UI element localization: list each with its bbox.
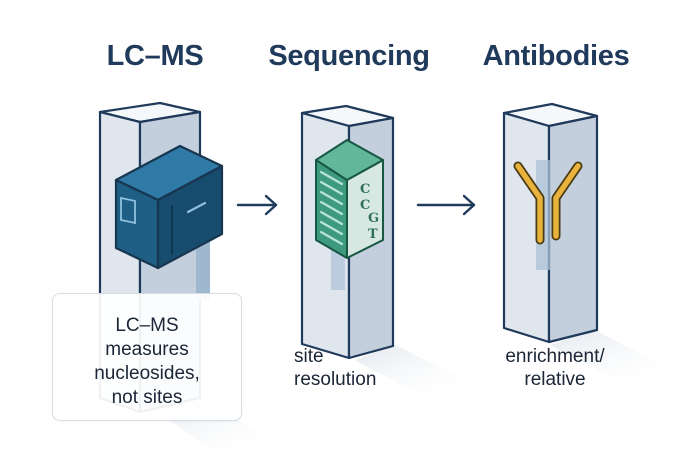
chip-letter-2: C [360, 198, 370, 213]
column-title-sequencing: Sequencing [268, 40, 430, 72]
lcms-caption: LC–MS measures nucleosides, not sites [53, 314, 241, 410]
chip-letter-4: T [368, 227, 378, 242]
caption-line: nucleosides, [94, 363, 200, 384]
caption-line: measures [105, 339, 189, 360]
caption-line: relative [524, 369, 586, 390]
column-title-antibodies: Antibodies [482, 40, 630, 72]
caption-line: resolution [294, 369, 377, 390]
lcms-caption-callout: LC–MS measures nucleosides, not sites [52, 293, 242, 421]
column-title-lcms: LC–MS [106, 40, 204, 72]
caption-line: enrichment/ [505, 346, 605, 367]
caption-line: site [294, 346, 324, 367]
caption-line: LC–MS [115, 315, 179, 336]
arrow-right-icon [416, 194, 476, 216]
chip-letter-1: C [360, 182, 370, 197]
chip-letter-3: G [368, 211, 379, 226]
arrow-right-icon [236, 194, 278, 216]
antibodies-caption: enrichment/ relative [470, 345, 640, 391]
antibody-icon [513, 161, 583, 245]
caption-line: not sites [111, 387, 183, 408]
pillar-antibodies [502, 102, 672, 382]
sequencing-caption: site resolution [278, 345, 414, 391]
mass-spectrometer-icon [114, 144, 224, 270]
sequence-chip-icon [315, 139, 384, 259]
